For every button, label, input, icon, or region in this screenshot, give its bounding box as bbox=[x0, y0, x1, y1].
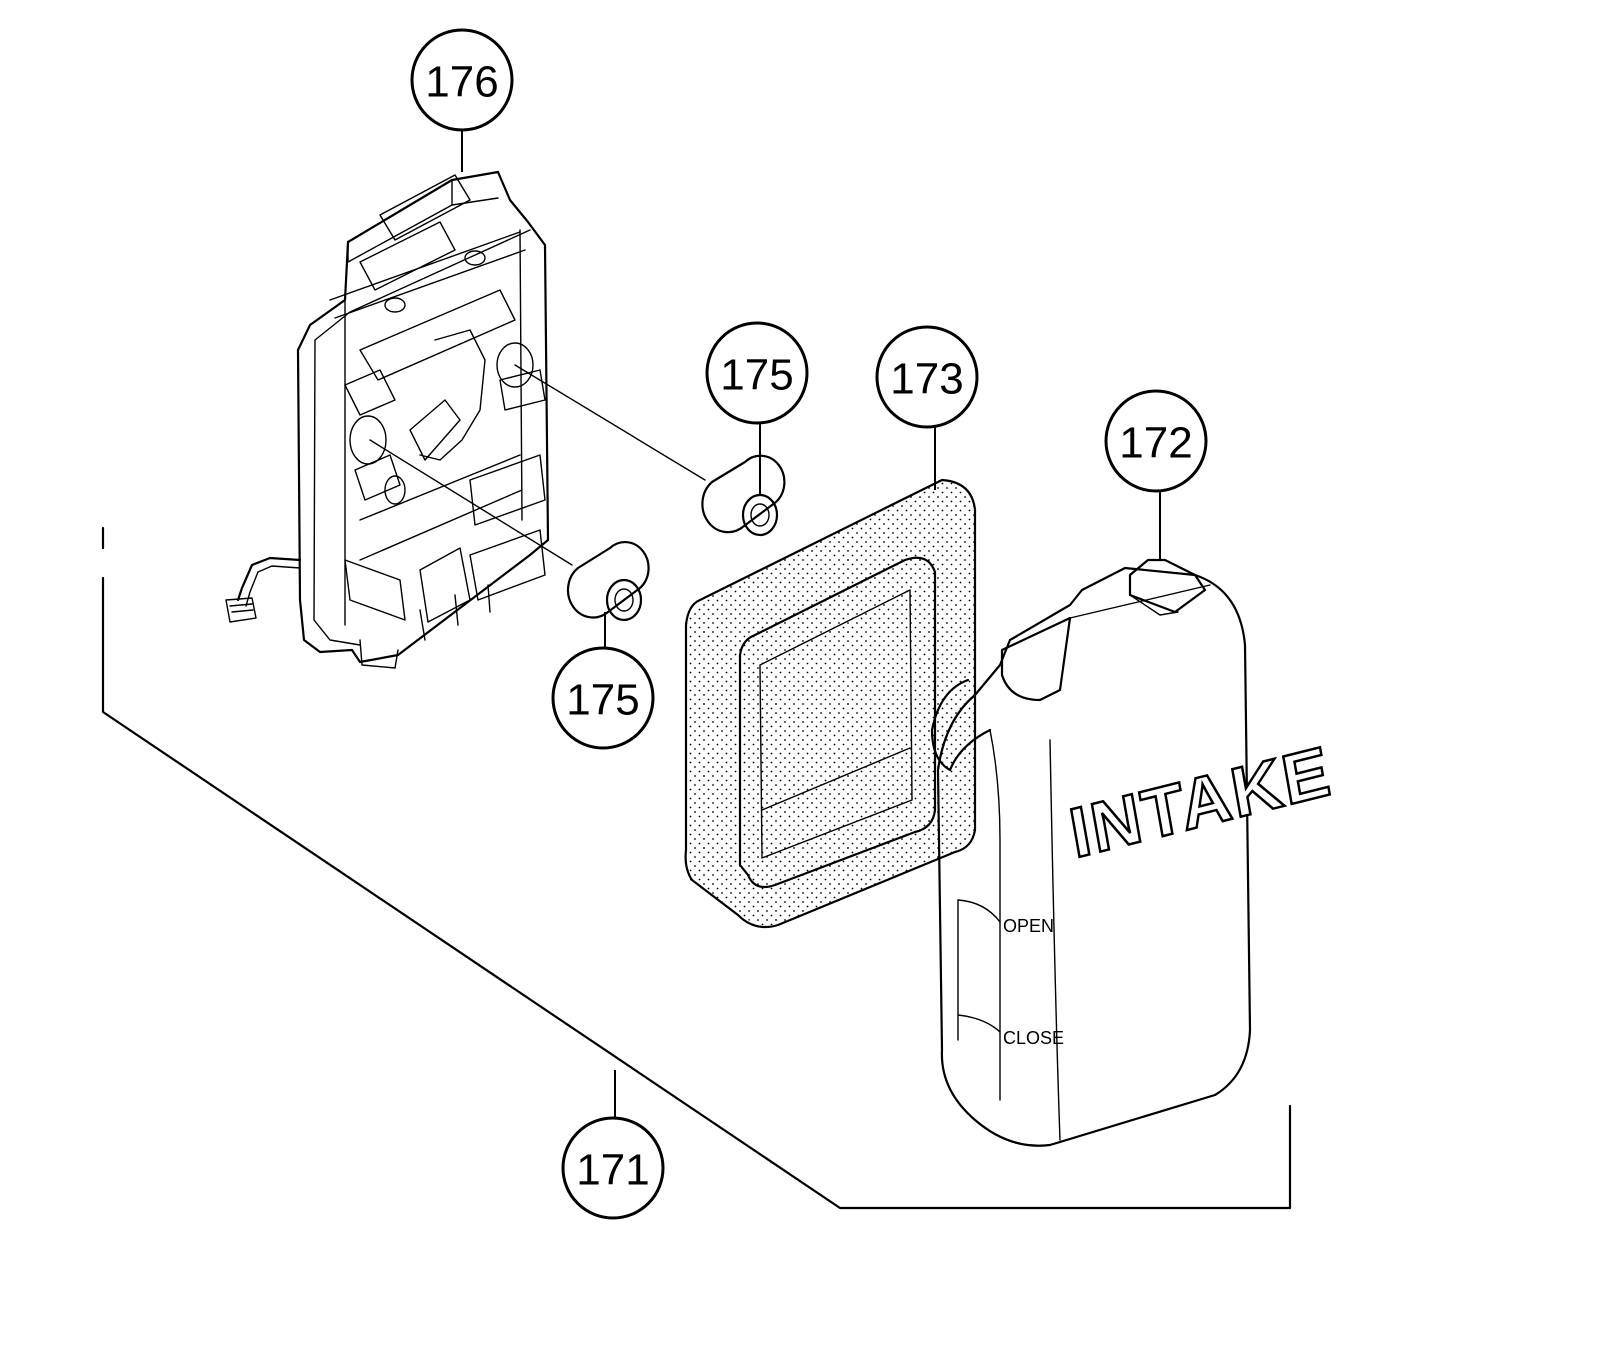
callout-176[interactable]: 176 bbox=[410, 28, 514, 132]
callout-176-label: 176 bbox=[425, 58, 498, 107]
part-176-base-plate bbox=[225, 170, 550, 669]
callout-171[interactable]: 171 bbox=[561, 1116, 665, 1220]
part-175-lower-sleeve bbox=[566, 541, 650, 622]
callout-171-label: 171 bbox=[576, 1146, 649, 1195]
callout-175-lower-label: 175 bbox=[566, 676, 639, 725]
callout-175-upper-label: 175 bbox=[720, 351, 793, 400]
part-172-intake-cover: INTAKE OPEN CLOSE bbox=[930, 558, 1338, 1147]
pin-alignment-lines bbox=[369, 364, 706, 566]
callout-175-upper[interactable]: 175 bbox=[705, 321, 809, 425]
close-label: CLOSE bbox=[1003, 1028, 1064, 1048]
callout-leaders bbox=[461, 130, 1161, 1120]
part-175-upper-sleeve bbox=[701, 454, 786, 537]
assembly-bracket bbox=[101, 526, 1292, 1210]
callout-173-label: 173 bbox=[890, 355, 963, 404]
callout-175-lower[interactable]: 175 bbox=[551, 646, 655, 750]
intake-label: INTAKE bbox=[1064, 731, 1337, 873]
callout-172-label: 172 bbox=[1119, 419, 1192, 468]
callout-173[interactable]: 173 bbox=[875, 325, 979, 429]
part-173-foam-filter bbox=[684, 478, 977, 929]
open-label: OPEN bbox=[1003, 916, 1054, 936]
callout-172[interactable]: 172 bbox=[1104, 389, 1208, 493]
